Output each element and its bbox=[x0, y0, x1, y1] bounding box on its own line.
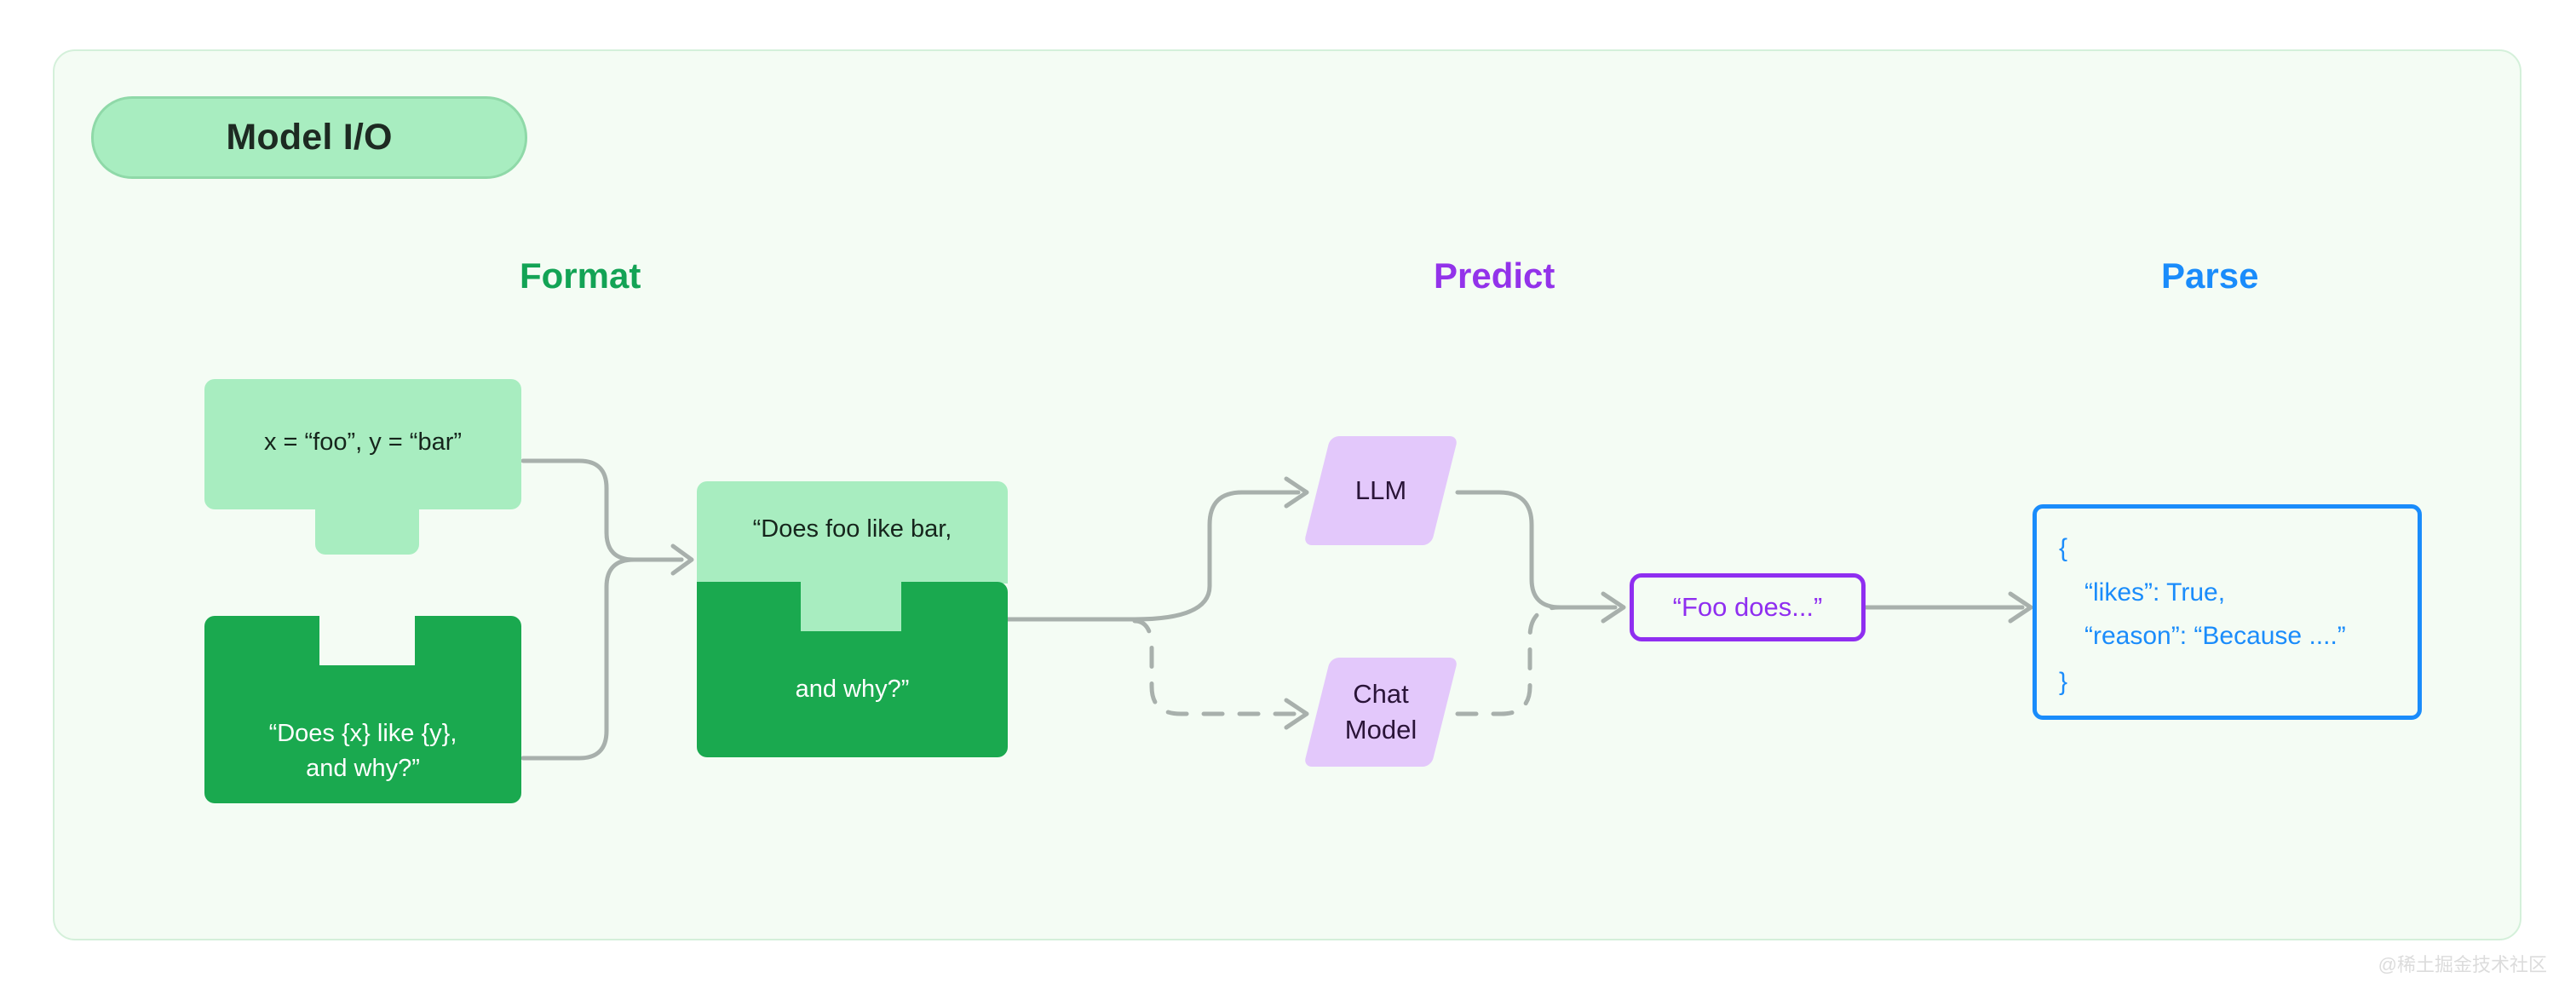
watermark: @稀土掘金技术社区 bbox=[2378, 954, 2547, 975]
json-line-close-brace: } bbox=[2059, 668, 2068, 696]
puzzle-combined-tab bbox=[801, 578, 901, 631]
puzzle-piece-combined: “Does foo like bar, and why?” bbox=[697, 481, 1008, 757]
puzzle-piece-template: “Does {x} like {y}, and why?” bbox=[204, 616, 521, 803]
section-heading-parse: Parse bbox=[2161, 256, 2259, 296]
parsed-json-box: { “likes”: True, “reason”: “Because ....… bbox=[2033, 504, 2422, 720]
puzzle-piece-variables-text: x = “foo”, y = “bar” bbox=[263, 428, 463, 456]
prediction-output-text: “Foo does...” bbox=[1672, 592, 1823, 622]
puzzle-body-template bbox=[204, 665, 521, 803]
model-io-badge-label: Model I/O bbox=[226, 117, 393, 158]
puzzle-combined-top-text: “Does foo like bar, bbox=[752, 515, 952, 543]
puzzle-combined-notch-left bbox=[697, 582, 802, 635]
section-heading-predict: Predict bbox=[1434, 256, 1555, 296]
puzzle-body-variables bbox=[204, 379, 521, 509]
chat-model-label: Chat Model bbox=[1344, 679, 1417, 745]
puzzle-piece-template-text: “Does {x} like {y}, and why?” bbox=[268, 720, 457, 783]
puzzle-combined-notch-right bbox=[900, 582, 1008, 635]
prediction-output-box: “Foo does...” bbox=[1630, 573, 1866, 641]
model-io-badge: Model I/O bbox=[91, 96, 527, 179]
puzzle-notch-right-template bbox=[415, 616, 521, 669]
section-heading-format: Format bbox=[520, 256, 641, 296]
json-line-open-brace: { bbox=[2059, 534, 2068, 562]
puzzle-combined-top bbox=[697, 481, 1008, 584]
json-line-likes: “likes”: True, bbox=[2084, 578, 2226, 607]
puzzle-combined-bottom bbox=[697, 631, 1008, 757]
llm-label: LLM bbox=[1354, 475, 1407, 506]
json-line-reason: “reason”: “Because ....” bbox=[2084, 622, 2346, 650]
puzzle-combined-bottom-text: and why?” bbox=[795, 676, 910, 703]
puzzle-notch-left-template bbox=[204, 616, 319, 669]
puzzle-piece-variables: x = “foo”, y = “bar” bbox=[204, 379, 521, 555]
